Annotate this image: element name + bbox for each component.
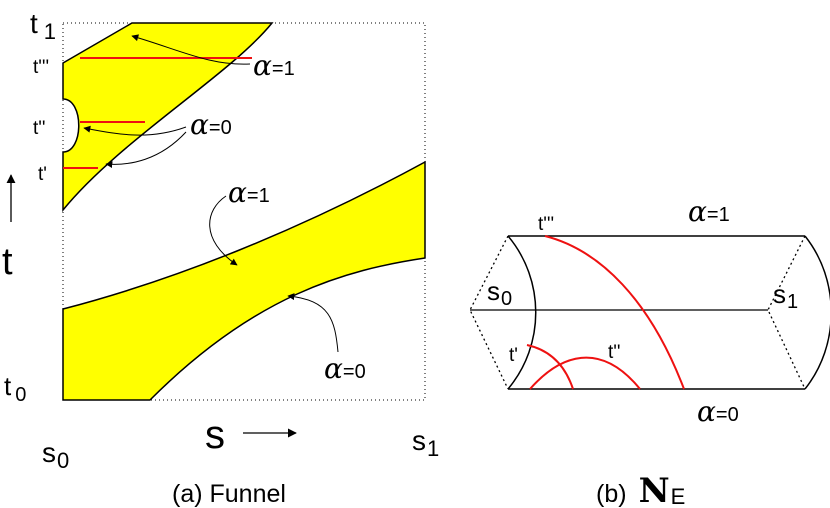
panel-b-ne: t''' t' t'' s0 s1 α=1 α=0 (b)NE <box>469 195 830 508</box>
alpha1-lower-pointer <box>209 195 238 266</box>
alpha0-lower-label: α=0 <box>324 352 366 385</box>
alpha1-upper-pointer <box>131 34 251 65</box>
t-prime-label-b: t' <box>509 345 518 366</box>
alpha0-upper-label: α=0 <box>190 108 232 141</box>
left-end-hidden <box>469 235 509 390</box>
left-end-arc <box>507 235 537 390</box>
upper-funnel-region <box>62 22 274 213</box>
t-double-prime-label: t'' <box>33 118 46 139</box>
path-t1 <box>526 344 574 390</box>
right-end-hidden <box>767 235 806 390</box>
alpha1-upper-label: α=1 <box>253 49 295 82</box>
s-axis-label: s <box>205 413 225 457</box>
alpha0-lower-pointer <box>287 293 339 353</box>
t-triple-prime-label: t''' <box>33 57 49 78</box>
path-t2 <box>529 356 641 390</box>
t-axis-label: t <box>2 241 13 283</box>
t-prime-label: t' <box>38 164 47 185</box>
s1-label-b: s1 <box>773 279 798 313</box>
t-triple-prime-label-b: t''' <box>538 214 554 235</box>
alpha0-upper-pointer-1 <box>83 125 187 136</box>
right-end-arc <box>804 235 830 390</box>
panel-a-caption: (a) Funnel <box>172 480 286 508</box>
alpha0-label-b: α=0 <box>697 395 739 428</box>
s0-label-b: s0 <box>487 276 512 310</box>
s1-label: s1 <box>412 425 439 461</box>
alpha0-upper-pointer-2 <box>105 131 187 169</box>
alpha1-lower-label: α=1 <box>228 176 270 209</box>
s0-label: s0 <box>42 437 69 473</box>
panel-b-caption: (b)NE <box>596 471 685 508</box>
lower-funnel-region <box>62 160 426 401</box>
t-double-prime-label-b: t'' <box>608 342 621 363</box>
alpha1-label-b: α=1 <box>688 195 730 228</box>
path-t3 <box>544 235 685 390</box>
